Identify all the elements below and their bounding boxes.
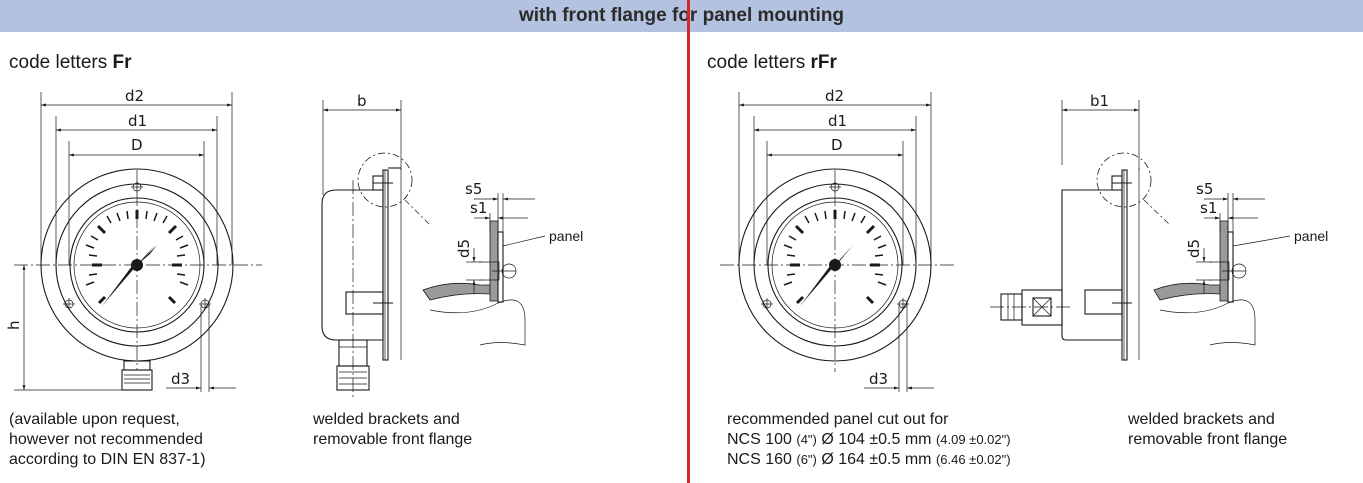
left-side-view: b (321, 92, 583, 400)
left-dim-d3: d3 (171, 370, 190, 388)
ncs160-cutout-inch: (6.46 ±0.02") (935, 452, 1011, 467)
left-front-caption: (available upon request, however not rec… (9, 410, 206, 470)
right-front-caption: recommended panel cut out for NCS 100 (4… (727, 410, 1011, 470)
left-dim-d5: d5 (455, 239, 473, 258)
right-code-letters: rFr (810, 52, 837, 73)
right-panel-label: panel (1294, 228, 1328, 244)
right-side-caption-line-2: removable front flange (1128, 431, 1288, 448)
right-dim-D: D (831, 136, 843, 154)
ncs100-model: NCS 100 (727, 431, 797, 448)
right-heading-prefix: code letters (707, 52, 811, 73)
right-side-caption-line-1: welded brackets and (1128, 411, 1275, 428)
right-front-caption-line-1: recommended panel cut out for (727, 411, 949, 428)
right-dim-d3: d3 (869, 370, 888, 388)
ncs100-cutout-mm: Ø 104 ±0.5 mm (816, 431, 936, 448)
right-dim-d5: d5 (1185, 239, 1203, 258)
left-side-caption-line-1: welded brackets and (313, 411, 460, 428)
right-side-view: b1 s5 s1 (990, 92, 1328, 361)
ncs160-inch-size: (6") (796, 452, 817, 467)
left-dim-s5: s5 (465, 180, 482, 198)
left-front-caption-line-2: however not recommended (9, 431, 203, 448)
column-divider (687, 0, 690, 483)
left-dim-s1: s1 (470, 199, 487, 217)
right-dim-d2: d2 (825, 87, 844, 105)
left-side-caption: welded brackets and removable front flan… (313, 410, 472, 450)
left-dim-b: b (357, 92, 367, 110)
right-dim-s1: s1 (1200, 199, 1217, 217)
right-front-view: d2 d1 D (720, 87, 955, 392)
ncs160-model: NCS 160 (727, 451, 797, 468)
right-dim-b1: b1 (1090, 92, 1109, 110)
banner-title: with front flange for panel mounting (518, 5, 845, 26)
right-dim-d1: d1 (828, 112, 847, 130)
left-heading: code letters Fr (9, 52, 132, 74)
right-dim-s5: s5 (1196, 180, 1213, 198)
left-dim-D: D (131, 136, 143, 154)
left-front-caption-line-1: (available upon request, (9, 411, 180, 428)
left-panel-label: panel (549, 228, 583, 244)
left-code-letters: Fr (112, 52, 132, 73)
ncs160-cutout-mm: Ø 164 ±0.5 mm (816, 451, 936, 468)
right-side-caption: welded brackets and removable front flan… (1128, 410, 1287, 450)
left-front-view: d2 d1 D (5, 87, 262, 392)
ncs100-inch-size: (4") (796, 432, 817, 447)
left-dim-d2: d2 (125, 87, 144, 105)
ncs100-cutout-inch: (4.09 ±0.02") (935, 432, 1011, 447)
left-side-caption-line-2: removable front flange (313, 431, 473, 448)
left-heading-prefix: code letters (9, 52, 113, 73)
section-banner: with front flange for panel mounting (0, 0, 1363, 32)
left-dim-d1: d1 (128, 112, 147, 130)
left-front-caption-line-3: according to DIN EN 837-1) (9, 451, 206, 468)
right-heading: code letters rFr (707, 52, 837, 74)
left-dim-h: h (5, 320, 23, 330)
